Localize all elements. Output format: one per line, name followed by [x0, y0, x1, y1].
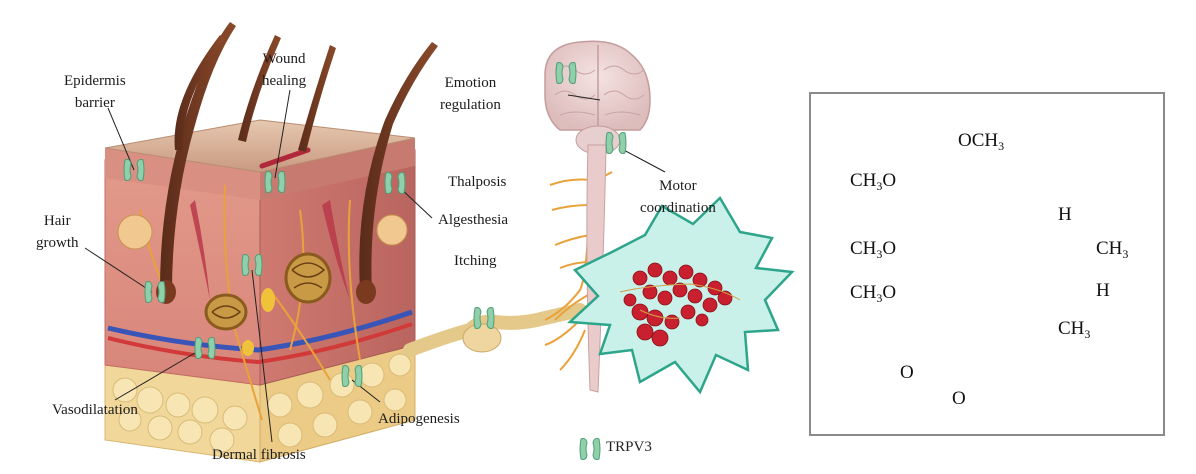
label-vasodilatation: Vasodilatation	[52, 402, 138, 418]
label-wound-healing: Wound healing	[262, 51, 307, 89]
chem-och3-top: OCH3	[958, 130, 1005, 153]
chem-h-right: H	[1096, 280, 1110, 301]
berries	[623, 262, 733, 347]
leader-lines	[84, 89, 666, 443]
label-epidermis-barrier: Epidermis barrier	[64, 73, 126, 111]
chemical-structure-panel	[809, 92, 1165, 436]
label-hair-growth: Hair growth	[36, 213, 79, 251]
chem-o-left: O	[900, 362, 914, 383]
sensory-neuron	[403, 139, 613, 371]
chem-ch3o-3: CH3O	[850, 282, 897, 305]
hair-follicles	[190, 200, 350, 300]
hair-shafts	[160, 22, 438, 292]
chem-ch3o-1: CH3O	[850, 170, 897, 193]
chem-h-top: H	[1058, 204, 1072, 225]
hair-papillae	[242, 288, 275, 356]
schisandra-burst	[567, 196, 795, 395]
legend-label: TRPV3	[606, 439, 652, 455]
vein	[107, 309, 413, 353]
chem-ch3o-2: CH3O	[850, 238, 897, 261]
label-dermal-fibrosis: Dermal fibrosis	[212, 447, 306, 463]
label-algesthesia: Algesthesia	[438, 212, 508, 228]
label-thalposis: Thalposis	[448, 174, 507, 190]
skin-block	[104, 22, 438, 463]
sebaceous-glands	[117, 214, 408, 250]
artery	[107, 322, 413, 365]
label-motor-coordination: Motor coordination	[640, 178, 716, 216]
chem-o-right: O	[952, 388, 966, 409]
legend-trpv3-icon	[579, 438, 601, 460]
label-adipogenesis: Adipogenesis	[378, 411, 460, 427]
label-itching: Itching	[454, 253, 497, 269]
chem-ch3-right: CH3	[1096, 238, 1129, 261]
fat-globules	[112, 353, 412, 453]
label-emotion-regulation: Emotion regulation	[440, 75, 501, 113]
chem-ch3-bottom: CH3	[1058, 318, 1091, 341]
